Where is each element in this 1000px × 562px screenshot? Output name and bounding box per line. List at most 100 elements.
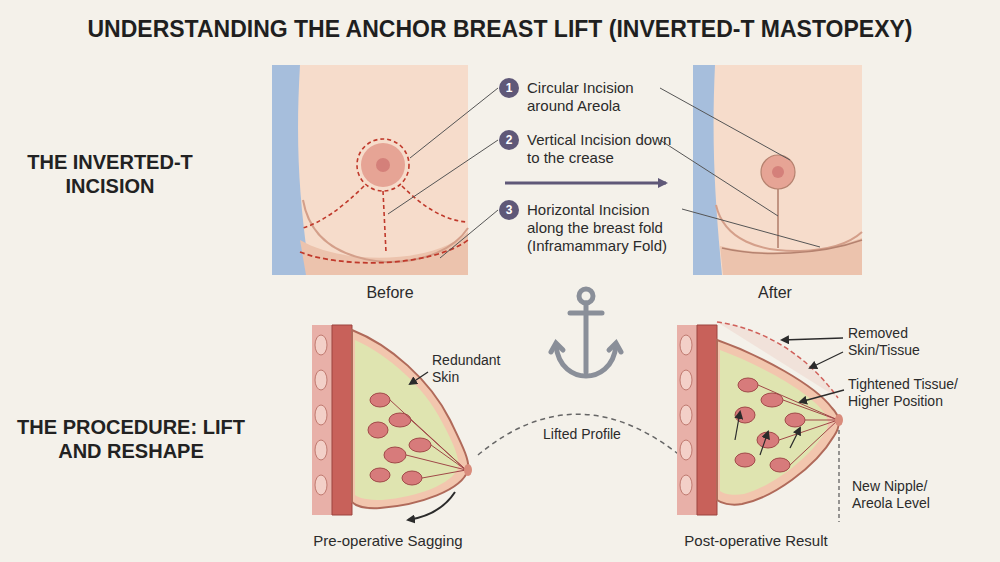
nipple [772, 166, 784, 178]
lobule [370, 393, 390, 407]
rib [315, 335, 327, 355]
duct [411, 420, 466, 470]
areola [361, 143, 405, 187]
tighten-arrow [735, 412, 740, 440]
after-panel [693, 65, 862, 275]
anchor-fluke [609, 343, 621, 352]
lobule [384, 447, 406, 463]
anchor-icon [551, 289, 621, 376]
rib [315, 370, 327, 390]
ribs [680, 335, 692, 495]
nipple [376, 158, 390, 172]
panel-caption: Before [340, 283, 440, 302]
glandular-lobules [735, 378, 805, 472]
tighten-arrow [790, 428, 800, 448]
lobule [402, 471, 422, 485]
duct [406, 455, 466, 470]
label-arrow [800, 390, 844, 402]
horizontal-incision [300, 240, 468, 263]
callout-number: 2 [506, 134, 513, 146]
milk-ducts [758, 385, 838, 465]
leader-line [388, 140, 498, 214]
label-arrow [410, 372, 428, 384]
panel-caption: Post-operative Result [666, 532, 846, 550]
lobule [770, 458, 790, 472]
sag-arrow [408, 492, 455, 520]
callout-circle: 1 [499, 78, 519, 98]
fat-layer [720, 350, 828, 495]
chest-wall [677, 325, 697, 515]
breast-outline [716, 205, 862, 251]
nipple-level-line [838, 430, 839, 522]
vertical-scar [777, 189, 779, 248]
breast-skin [717, 340, 839, 505]
part-label: Tightened Tissue/ Higher Position [848, 376, 978, 410]
side-incision [303, 186, 364, 228]
before-panel [272, 65, 468, 275]
duct [431, 445, 466, 470]
rib [315, 405, 327, 425]
lobule [757, 432, 779, 448]
lobule [738, 378, 758, 392]
panel-caption: Pre-operative Sagging [298, 532, 478, 550]
section-heading: THE INVERTED-T INCISION [10, 150, 210, 198]
label-arrow [782, 338, 843, 340]
duct [783, 400, 838, 420]
postop-section [677, 322, 844, 522]
lifted-profile-arrow [478, 414, 688, 462]
callout-text: Horizontal Incision along the breast fol… [527, 201, 682, 255]
lobule [735, 453, 755, 467]
side-incision [402, 186, 466, 222]
pectoral-muscle [332, 325, 352, 515]
callout-number: 3 [506, 204, 513, 216]
rib [680, 475, 692, 495]
lobule [785, 413, 805, 427]
rib [680, 440, 692, 460]
leader-line [682, 209, 820, 247]
lobule [370, 468, 390, 482]
diagram-title: UNDERSTANDING THE ANCHOR BREAST LIFT (IN… [10, 16, 990, 44]
nipple [464, 464, 472, 476]
tighten-arrow [760, 432, 768, 455]
callout-circle: 2 [499, 130, 519, 150]
horizontal-scar [722, 240, 862, 253]
duct [779, 420, 838, 440]
panel-ground [693, 65, 862, 275]
part-label: Removed Skin/Tissue [848, 325, 943, 359]
panel-caption: After [725, 283, 825, 302]
arrow-label: Lifted Profile [539, 426, 625, 443]
part-label: New Nipple/ Areola Level [852, 478, 947, 512]
duct [758, 385, 838, 420]
section-heading: THE PROCEDURE: LIFT AND RESHAPE [15, 415, 247, 463]
rib [680, 370, 692, 390]
nipple [835, 414, 843, 426]
duct [805, 420, 838, 421]
duct [790, 420, 838, 465]
vertical-incision [383, 191, 386, 252]
rib [680, 405, 692, 425]
rib [680, 335, 692, 355]
lobule [761, 393, 783, 407]
leader-line [660, 88, 790, 160]
chest-wall [312, 325, 332, 515]
milk-ducts [390, 400, 466, 478]
anchor-fluke [551, 343, 563, 352]
pectoral-muscle [697, 325, 717, 515]
lobule [368, 422, 388, 438]
tightening-arrows [735, 412, 800, 455]
part-label: Redundant Skin [432, 352, 512, 386]
leader-line [410, 88, 498, 158]
transition-arrow [505, 182, 666, 185]
callout-text: Vertical Incision down to the crease [527, 131, 672, 167]
rib [315, 440, 327, 460]
leader-line [440, 210, 498, 258]
leader-line [660, 140, 778, 216]
rib [315, 475, 327, 495]
lobule [409, 438, 431, 452]
label-arrow [810, 352, 843, 368]
glandular-lobules [368, 393, 431, 485]
callout-circle: 3 [499, 200, 519, 220]
circular-incision [357, 139, 409, 191]
lobule [389, 413, 411, 427]
